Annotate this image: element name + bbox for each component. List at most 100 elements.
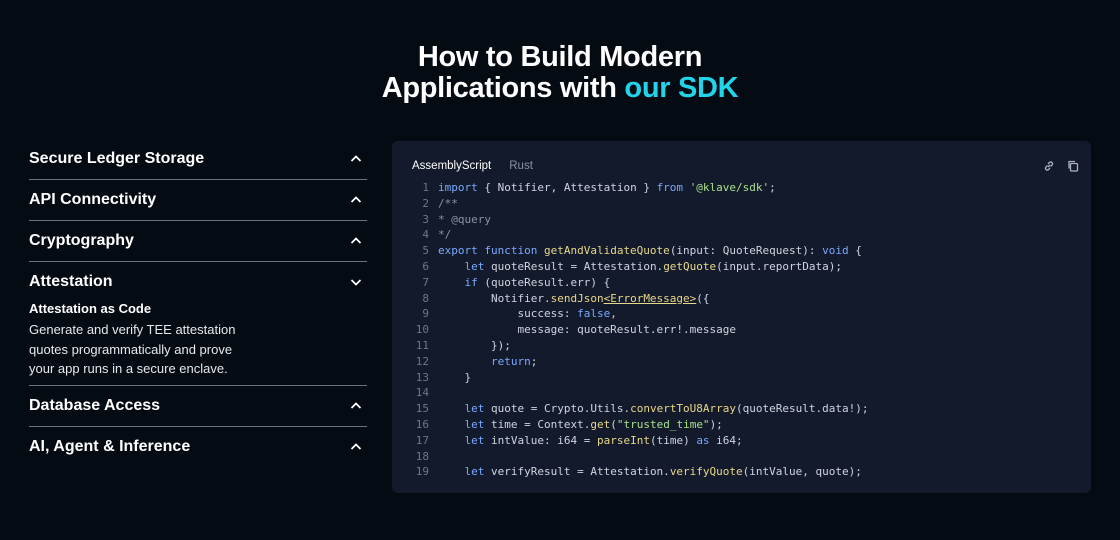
code-line: 4 */ [409, 227, 869, 243]
code-token: let [464, 259, 485, 273]
chevron-up-icon[interactable] [349, 234, 363, 248]
line-number: 18 [415, 449, 429, 463]
accordion-item-cryptography: Cryptography [29, 221, 367, 262]
accordion-header-api[interactable]: API Connectivity [29, 180, 367, 220]
code-line: 18 [409, 449, 869, 465]
code-token [438, 417, 465, 433]
accordion-header-ai[interactable]: AI, Agent & Inference [29, 427, 367, 467]
feature-accordion: Secure Ledger Storage API Connectivity C… [29, 139, 367, 467]
code-token: verifyResult = Attestation. [484, 465, 670, 479]
code-token: */ [438, 228, 452, 242]
code-token: } [438, 370, 472, 384]
code-token [537, 243, 544, 259]
code-token: export function [438, 244, 538, 258]
code-token: Notifier. [438, 291, 551, 305]
line-number: 17 [415, 433, 429, 447]
code-line: 13 } [409, 370, 869, 386]
line-number: 6 [422, 259, 429, 273]
code-token: "trusted_time" [616, 417, 710, 431]
code-token: let [464, 433, 485, 447]
code-token: ; [769, 181, 776, 194]
code-line: 11 }); [409, 338, 869, 354]
panel-actions [1042, 159, 1080, 173]
code-token: /** [438, 196, 458, 210]
accordion-title: Cryptography [29, 232, 134, 249]
chevron-up-icon[interactable] [349, 152, 363, 166]
chevron-down-icon[interactable] [349, 275, 363, 289]
accordion-header-cryptography[interactable]: Cryptography [29, 221, 367, 261]
code-token: as [696, 433, 710, 447]
code-token: ; [530, 354, 538, 368]
line-number: 1 [422, 181, 429, 194]
line-number: 12 [415, 354, 429, 368]
code-token: if [464, 275, 478, 289]
line-number: 4 [422, 228, 429, 242]
code-token: , [610, 307, 617, 321]
code-line: 3 * @query [409, 212, 869, 228]
code-token: <ErrorMessage> [603, 291, 697, 305]
code-token: }); [438, 338, 511, 352]
language-tabs: AssemblyScript Rust [412, 160, 533, 172]
code-token: sendJson [550, 291, 604, 305]
line-number: 5 [422, 244, 429, 258]
code-token [683, 180, 690, 196]
chevron-up-icon[interactable] [349, 440, 363, 454]
code-token: return [490, 354, 531, 368]
heading-line-1: How to Build Modern [417, 41, 703, 73]
code-token: * @query [438, 212, 491, 226]
line-number: 3 [422, 212, 429, 226]
code-token: getQuote [663, 259, 717, 273]
line-number: 10 [415, 323, 429, 337]
code-line: 7 if (quoteResult.err) { [409, 275, 869, 291]
code-line: 8 Notifier.sendJson<ErrorMessage>({ [409, 291, 869, 307]
accordion-title: Attestation [29, 273, 113, 290]
code-token: parseInt [596, 433, 650, 447]
code-token: let [464, 402, 485, 416]
code-token: void [822, 244, 849, 258]
chevron-up-icon[interactable] [349, 399, 363, 413]
line-number: 8 [422, 291, 429, 305]
chevron-up-icon[interactable] [349, 193, 363, 207]
tab-rust[interactable]: Rust [509, 160, 533, 172]
code-token [438, 275, 465, 291]
code-token [438, 401, 465, 417]
line-number: 9 [422, 307, 429, 321]
accordion-header-attestation[interactable]: Attestation [29, 262, 367, 302]
line-number: 19 [415, 465, 429, 479]
code-line: 6 let quoteResult = Attestation.getQuote… [409, 259, 869, 275]
code-line: 2/** [409, 196, 869, 212]
code-line: 17 let intValue: i64 = parseInt(time) as… [409, 433, 869, 449]
code-line: 16 let time = Context.get("trusted_time"… [409, 417, 869, 433]
code-line: 12 return; [409, 354, 869, 370]
accordion-item-api: API Connectivity [29, 180, 367, 221]
code-line: 9 success: false, [409, 306, 869, 322]
code-token: quoteResult = Attestation. [484, 259, 664, 273]
code-line: 14 [409, 385, 869, 401]
accordion-header-secure-ledger[interactable]: Secure Ledger Storage [29, 139, 367, 179]
code-token: quote = Crypto.Utils. [484, 402, 631, 416]
code-token: '@klave/sdk' [689, 181, 770, 194]
code-token: intValue: i64 = [484, 433, 597, 447]
accordion-subtitle: Attestation as Code [29, 301, 152, 316]
code-token: let [464, 465, 485, 479]
code-token: import [438, 181, 478, 194]
copy-icon[interactable] [1066, 159, 1080, 173]
code-token [438, 433, 465, 449]
code-token: getAndValidateQuote [543, 244, 670, 258]
code-token: { [848, 244, 862, 258]
code-token [438, 464, 465, 480]
tab-assemblyscript[interactable]: AssemblyScript [412, 160, 492, 172]
line-number: 7 [422, 275, 429, 289]
accordion-item-secure-ledger: Secure Ledger Storage [29, 139, 367, 180]
accordion-title: API Connectivity [29, 191, 157, 208]
accordion-header-database[interactable]: Database Access [29, 386, 367, 426]
code-token: success: [438, 307, 578, 321]
code-token: get [590, 417, 611, 431]
code-token [438, 259, 465, 275]
line-number: 13 [415, 370, 429, 384]
heading-accent: our SDK [624, 72, 739, 104]
link-icon[interactable] [1042, 159, 1056, 173]
